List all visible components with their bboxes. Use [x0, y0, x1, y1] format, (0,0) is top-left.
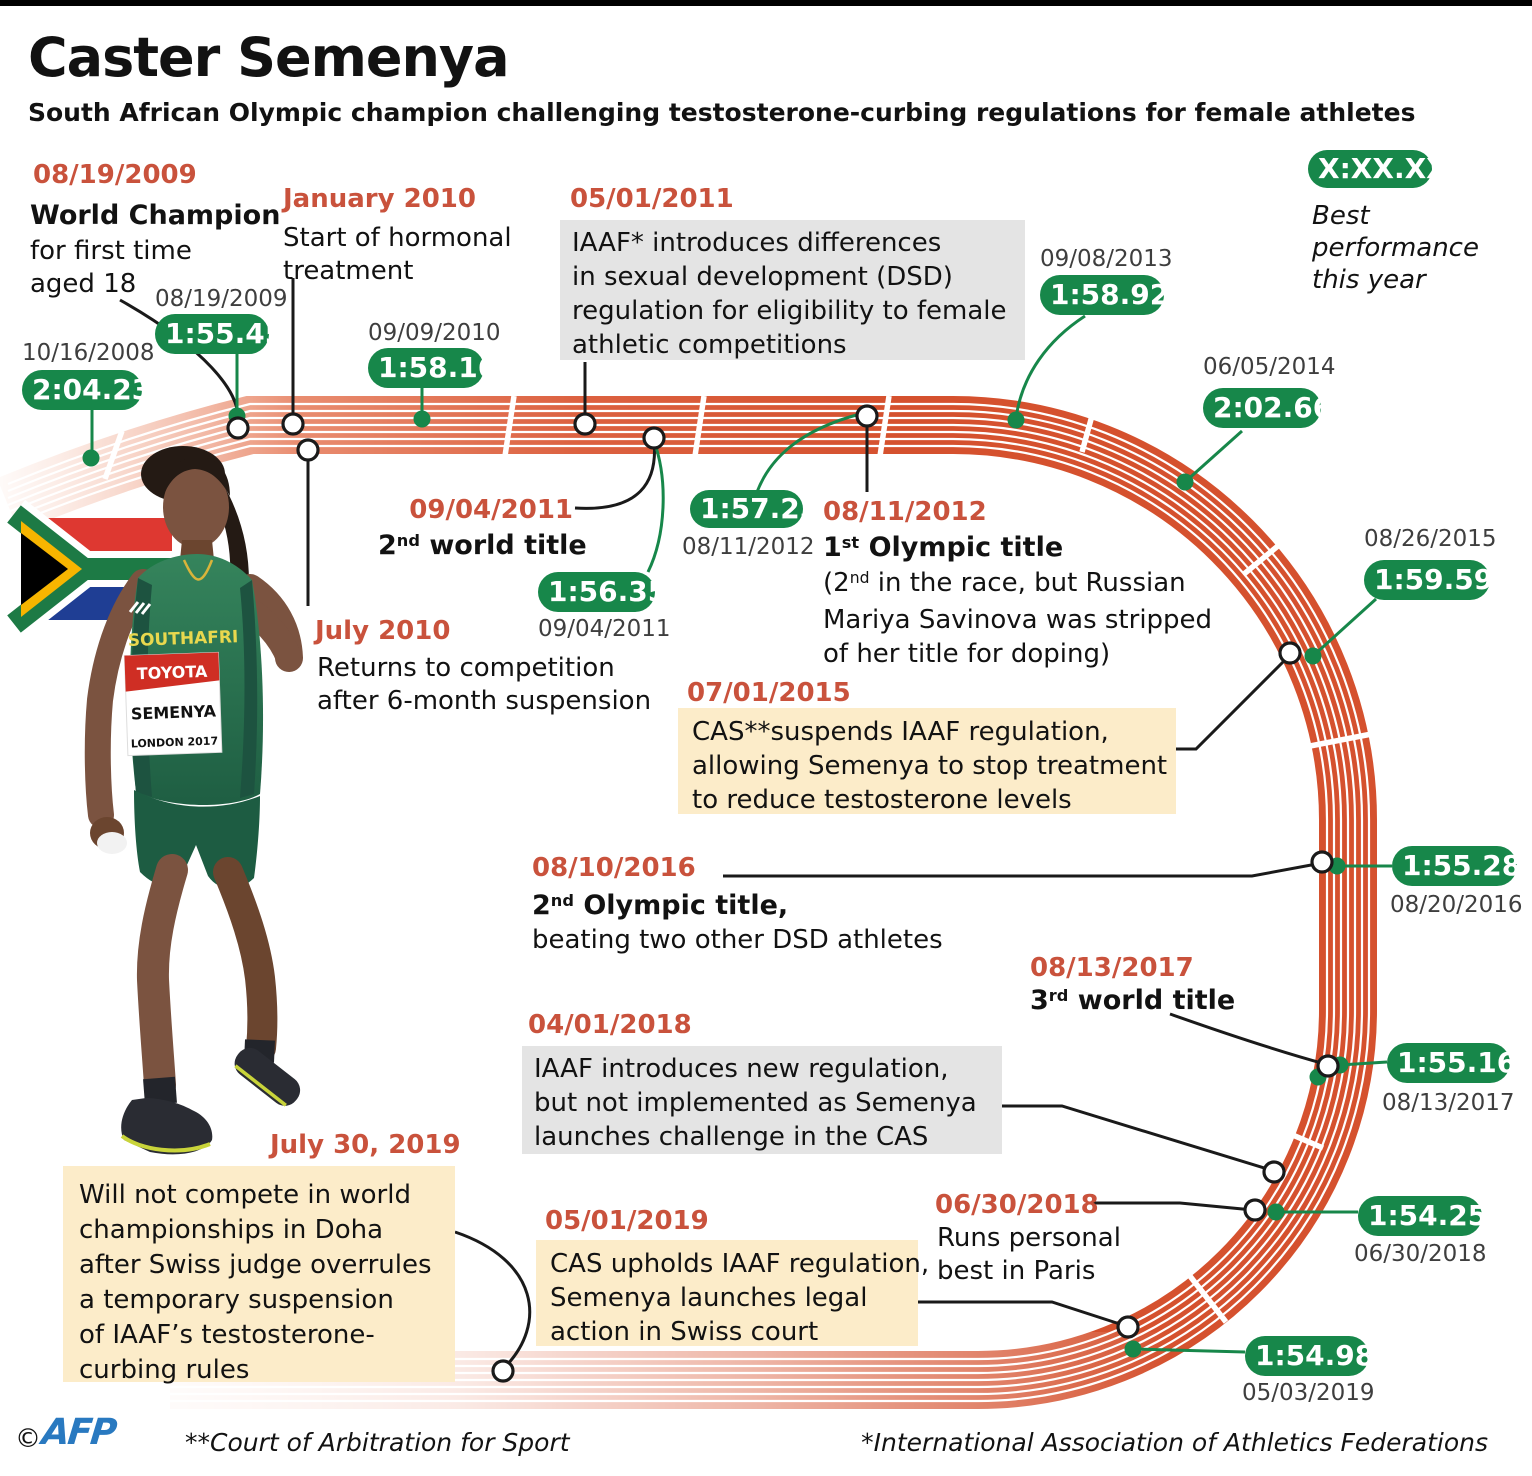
performance-date: 08/20/2016 — [1390, 892, 1523, 918]
event-body: Returns to competition after 6-month sus… — [317, 653, 652, 716]
time-badge: 1:55.45 — [155, 314, 284, 354]
race-bib: TOYOTA SEMENYA LONDON 2017 — [123, 651, 223, 757]
event-box: CAS**suspends IAAF regulation, allowing … — [678, 708, 1176, 815]
event-title: 2nd world title — [378, 530, 587, 561]
time-badge: 1:55.28 — [1392, 846, 1521, 886]
time-badge: 1:56.35 — [538, 572, 667, 612]
bib-name: SEMENYA — [131, 701, 217, 723]
time-badge: 1:55.16 — [1387, 1043, 1516, 1083]
performance-date: 08/11/2012 — [682, 534, 815, 560]
event-date: 09/04/2011 — [409, 495, 573, 525]
event-date: 07/01/2015 — [687, 678, 851, 708]
performance-date: 06/05/2014 — [1203, 354, 1336, 380]
event-body: (2nd in the race, but Russian Mariya Sav… — [823, 568, 1213, 669]
event-date: 04/01/2018 — [528, 1010, 692, 1040]
event-date: January 2010 — [283, 184, 476, 214]
performance-date: 10/16/2008 — [22, 340, 155, 366]
time-badge: 1:54.98 — [1245, 1336, 1374, 1376]
event-date: 05/01/2019 — [545, 1206, 709, 1236]
event-body: Runs personal best in Paris — [937, 1223, 1121, 1286]
event-date: 06/30/2018 — [935, 1190, 1099, 1220]
event-title: 2nd Olympic title, — [532, 890, 789, 921]
event-date: 05/01/2011 — [570, 184, 734, 214]
event-body: beating two other DSD athletes — [532, 925, 943, 955]
event-body: Start of hormonal treatment — [283, 223, 512, 286]
afp-logo: AFP — [39, 1412, 117, 1453]
event-box: IAAF introduces new regulation, but not … — [522, 1046, 1002, 1154]
page-title: Caster Semenya — [28, 26, 510, 89]
footnote-cas: **Court of Arbitration for Sport — [185, 1428, 570, 1457]
performance-date: 09/04/2011 — [538, 616, 671, 642]
performance-date: 05/03/2019 — [1242, 1380, 1375, 1406]
vest-text: SOUTHAFRI — [127, 627, 238, 651]
performance-date: 09/09/2010 — [368, 320, 501, 346]
performance-date: 08/19/2009 — [155, 286, 288, 312]
runner-photo: SOUTHAFRI TOYOTA SEMENYA LONDON 2017 — [84, 446, 303, 1155]
page-subtitle: South African Olympic champion challengi… — [28, 98, 1416, 127]
performance-date: 08/26/2015 — [1364, 526, 1497, 552]
event-date: 08/11/2012 — [823, 497, 987, 527]
event-markers — [226, 404, 1340, 1383]
time-badge: 2:04.23 — [22, 370, 151, 410]
time-badge: 1:57.23 — [690, 490, 819, 528]
event-title: 3rd world title — [1030, 985, 1236, 1016]
event-date: 08/10/2016 — [532, 853, 696, 883]
event-date: 08/13/2017 — [1030, 953, 1194, 983]
event-body: for first time aged 18 — [30, 236, 192, 299]
footnote-iaaf: *International Association of Athletics … — [861, 1428, 1488, 1457]
event-box: Will not compete in world championships … — [63, 1166, 455, 1385]
event-date: July 2010 — [315, 616, 451, 646]
bib-sponsor: TOYOTA — [136, 662, 208, 683]
time-badge: 1:58.16 — [368, 348, 497, 388]
event-date: 08/19/2009 — [33, 160, 197, 190]
performance-date: 06/30/2018 — [1354, 1241, 1487, 1267]
event-date: July 30, 2019 — [270, 1130, 461, 1160]
top-bar — [0, 0, 1532, 6]
time-badge: 1:59.59 — [1364, 560, 1493, 600]
performance-date: 09/08/2013 — [1040, 246, 1173, 272]
legend-label: Best performance this year — [1312, 201, 1479, 295]
copyright-symbol: © — [15, 1424, 41, 1454]
event-title: World Champion — [30, 200, 281, 231]
legend-badge: X:XX.XX — [1308, 150, 1448, 188]
event-connectors — [119, 278, 1326, 1370]
event-box: CAS upholds IAAF regulation, Semenya lau… — [536, 1240, 929, 1347]
bib-event: LONDON 2017 — [131, 734, 219, 750]
time-badge: 1:54.25 — [1358, 1196, 1487, 1236]
time-badge: 1:58.92 — [1040, 275, 1169, 315]
time-badge: 2:02.66 — [1203, 388, 1332, 428]
track-segment-gaps — [102, 393, 1388, 1324]
performance-date: 08/13/2017 — [1382, 1090, 1515, 1116]
event-title: 1st Olympic title — [823, 532, 1064, 563]
event-box: IAAF* introduces differences in sexual d… — [560, 220, 1025, 360]
